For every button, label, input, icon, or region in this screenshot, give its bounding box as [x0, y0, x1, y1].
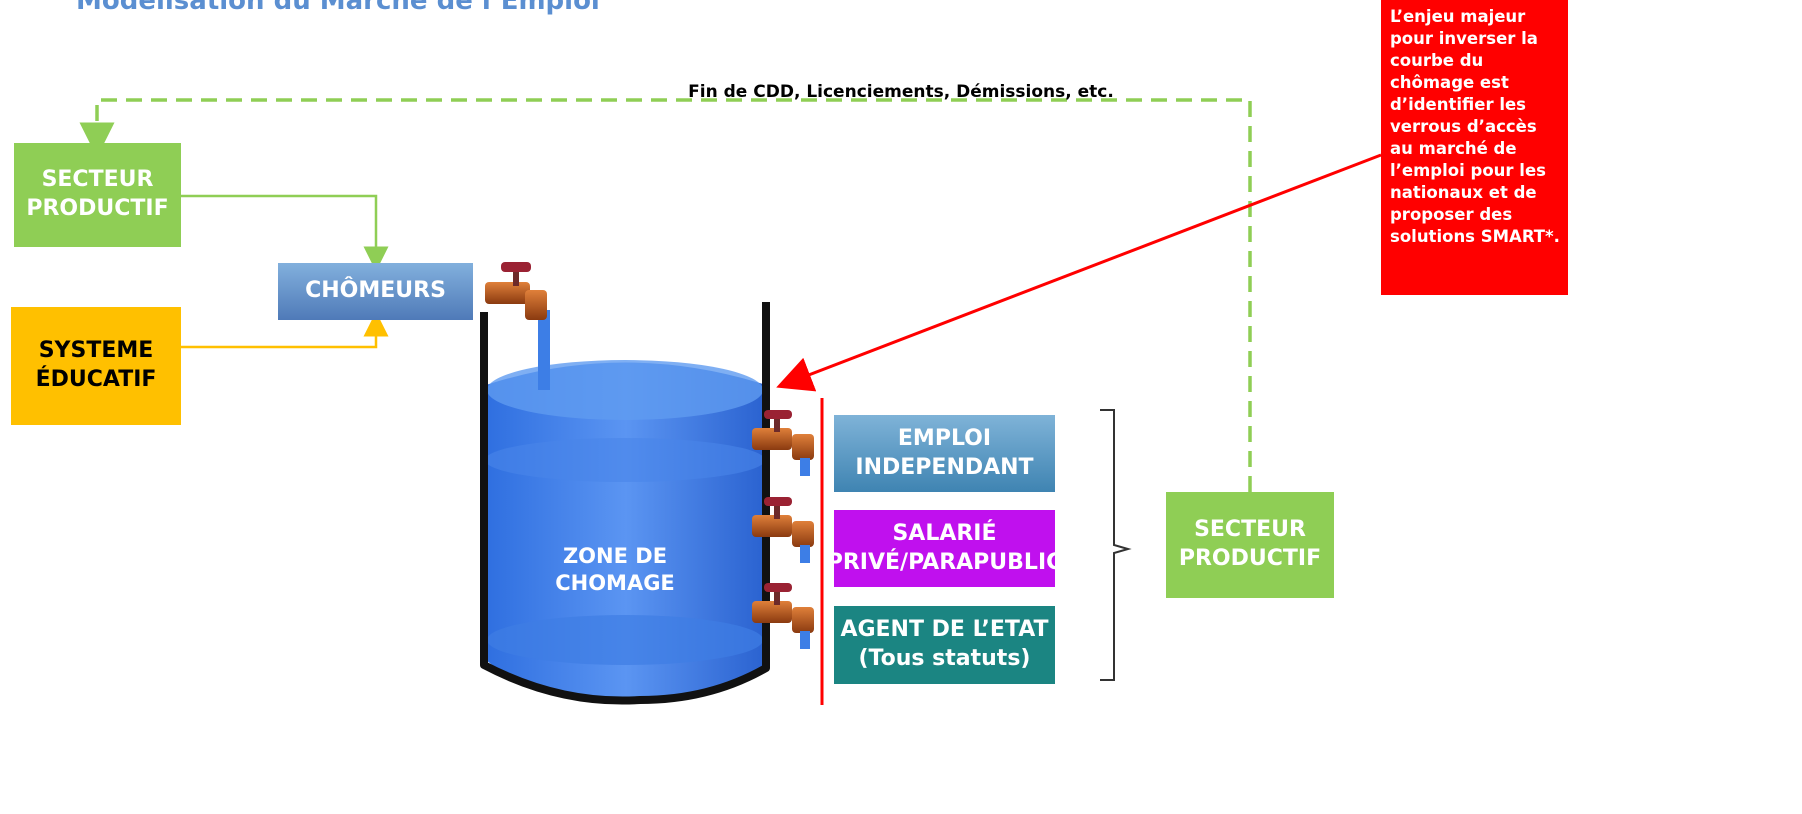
secteur-productif-right-box: SECTEUR PRODUCTIF	[1166, 492, 1334, 598]
box-label-line: AGENT DE L’ETAT	[840, 617, 1049, 643]
emploi-independant-box: EMPLOI INDEPENDANT	[834, 415, 1055, 492]
secteur-productif-left-box: SECTEUR PRODUCTIF	[14, 143, 181, 247]
water-tank-icon	[480, 302, 770, 705]
box-label-line: ÉDUCATIF	[35, 367, 157, 392]
feedback-loop-arrow	[79, 98, 1252, 492]
faucet-icon	[752, 497, 814, 563]
systeme-to-chomeurs-arrow	[181, 311, 389, 349]
box-label-line: CHÔMEURS	[305, 278, 446, 304]
callout-line: L’enjeu majeur	[1390, 7, 1526, 26]
callout-line: nationaux et de	[1390, 183, 1537, 202]
faucet-icon	[485, 262, 547, 320]
callout-line: chômage est	[1390, 73, 1509, 92]
box-label-line: PRODUCTIF	[26, 196, 169, 221]
faucet-icon	[752, 583, 814, 649]
box-label-line: ZONE DE	[562, 543, 668, 568]
faucet-icon	[752, 410, 814, 476]
agent-etat-box: AGENT DE L’ETAT (Tous statuts)	[834, 606, 1055, 684]
box-label-line: SECTEUR	[41, 167, 154, 193]
callout-line: pour inverser la	[1390, 29, 1538, 48]
box-label-line: SECTEUR	[1194, 517, 1306, 543]
salarie-prive-box: SALARIÉ PRIVÉ/PARAPUBLIC	[827, 510, 1062, 587]
chomeurs-box: CHÔMEURS	[278, 263, 473, 320]
water-stream	[538, 310, 550, 390]
page-title: Modélisation du Marché de l’Emploi	[76, 0, 600, 16]
zone-de-chomage-label: ZONE DE CHOMAGE	[505, 540, 725, 600]
box-label-line: CHOMAGE	[555, 571, 675, 595]
box-label-line: SYSTEME	[38, 338, 154, 364]
callout-line: verrous d’accès	[1390, 117, 1537, 136]
callout-line: l’emploi pour les	[1390, 161, 1546, 180]
bracket-icon	[1100, 409, 1132, 681]
callout-line: solutions SMART*.	[1390, 227, 1560, 246]
callout-box: L’enjeu majeur pour inverser la courbe d…	[1381, 0, 1568, 295]
systeme-educatif-box: SYSTEME ÉDUCATIF	[11, 307, 181, 425]
secteur-to-chomeurs-arrow	[181, 194, 389, 272]
box-label-line: EMPLOI	[897, 425, 992, 451]
callout-line: proposer des	[1390, 205, 1513, 224]
box-label-line: PRIVÉ/PARAPUBLIC	[826, 549, 1063, 575]
callout-arrow	[776, 153, 1382, 392]
flow-label: Fin de CDD, Licenciements, Démissions, e…	[688, 82, 1114, 102]
callout-line: d’identifier les	[1390, 95, 1526, 114]
box-label-line: (Tous statuts)	[858, 646, 1031, 671]
box-label-line: PRODUCTIF	[1178, 546, 1322, 571]
callout-line: au marché de	[1390, 139, 1517, 158]
callout-line: courbe du	[1390, 51, 1484, 70]
box-label-line: SALARIÉ	[892, 520, 997, 546]
box-label-line: INDEPENDANT	[855, 454, 1034, 480]
